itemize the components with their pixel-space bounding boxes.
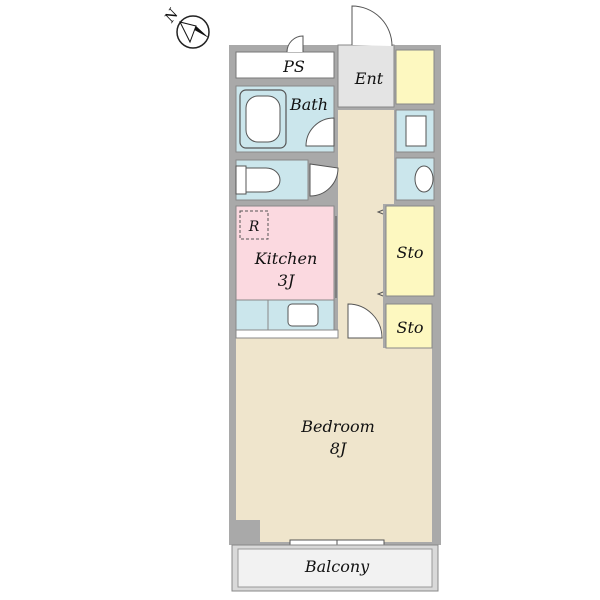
kitchen-counter bbox=[235, 299, 335, 331]
compass: N bbox=[161, 6, 210, 49]
ps-door[interactable] bbox=[286, 35, 304, 53]
entrance-label: Ent bbox=[354, 69, 384, 88]
kitchen-label: Kitchen bbox=[254, 249, 318, 268]
storage-2-label: Sto bbox=[396, 318, 423, 337]
balcony-label: Balcony bbox=[304, 557, 370, 576]
entrance-door[interactable] bbox=[351, 5, 393, 47]
storage-1-label: Sto bbox=[396, 243, 423, 262]
washer-icon bbox=[405, 115, 427, 147]
bath-door[interactable] bbox=[305, 117, 335, 147]
compass-icon bbox=[176, 15, 210, 49]
bath-label: Bath bbox=[289, 95, 328, 114]
shoe-cabinet bbox=[395, 49, 435, 105]
fridge-label: R bbox=[248, 219, 260, 235]
sink-icon bbox=[414, 165, 434, 193]
bedroom-label: Bedroom bbox=[300, 417, 375, 436]
toilet-tank-icon bbox=[235, 165, 247, 195]
toilet-door[interactable] bbox=[309, 163, 339, 197]
entrance bbox=[337, 44, 395, 108]
bedroom-door[interactable] bbox=[347, 303, 383, 339]
toilet-icon bbox=[245, 167, 281, 193]
ps-label: PS bbox=[282, 57, 305, 76]
floor-main bbox=[236, 110, 432, 542]
storage-2 bbox=[385, 303, 433, 349]
bedroom-size: 8J bbox=[330, 439, 348, 458]
storage-1 bbox=[385, 205, 435, 297]
fridge-space bbox=[239, 210, 269, 240]
balcony bbox=[237, 548, 433, 588]
kitchen-size: 3J bbox=[278, 271, 296, 290]
kitchen-sink-icon bbox=[287, 303, 319, 327]
